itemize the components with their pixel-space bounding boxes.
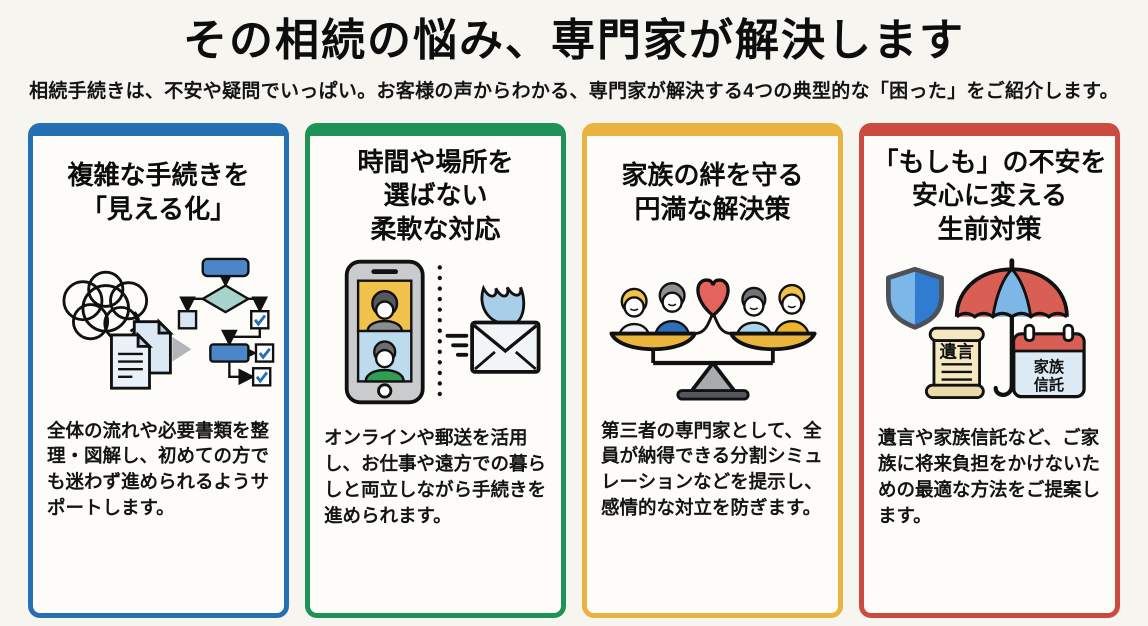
video-call-and-mail-illustration xyxy=(310,247,561,417)
tangle-to-flowchart-illustration xyxy=(33,240,284,410)
family-trust-calendar-icon: 家族 信託 xyxy=(1011,323,1086,399)
shield-umbrella-will-trust-illustration: 遺言 家族 信託 xyxy=(864,247,1115,417)
person-icon xyxy=(735,286,772,340)
card-body-planning: 遺言や家族信託など、ご家族に将来負担をかけないための最適な方法をご提案します。 xyxy=(878,426,1101,526)
documents-icon xyxy=(109,318,174,390)
card-family-harmony: 家族の絆を守る 円満な解決策 xyxy=(582,122,843,618)
card-heading-harmony: 家族の絆を守る 円満な解決策 xyxy=(621,159,804,224)
page-subtitle: 相続手続きは、不安や疑問でいっぱい。お客様の声からわかる、専門家が解決する4つの… xyxy=(29,80,1119,102)
person-icon xyxy=(617,287,651,340)
flying-mail-icon xyxy=(445,284,540,374)
video-call-and-mail-svg xyxy=(344,259,540,405)
checkbox-icon xyxy=(254,343,274,363)
transform-arrow-icon xyxy=(171,336,191,362)
shield-umbrella-will-trust-svg: 遺言 家族 信託 xyxy=(885,258,1086,399)
trust-label-line1: 家族 xyxy=(1033,358,1064,376)
cards-row: 複雑な手続きを 「見える化」 xyxy=(28,122,1120,618)
card-advance-planning: 「もしも」の不安を 安心に変える 生前対策 xyxy=(859,122,1120,618)
video-call-man-icon xyxy=(356,329,412,383)
balance-scale-icon xyxy=(608,311,817,401)
heart-icon xyxy=(695,278,730,318)
shield-icon xyxy=(885,266,944,330)
card-body-visualize: 全体の流れや必要書類を整理・図解し、初めての方でも迷わず進められるようサポートし… xyxy=(47,419,270,519)
card-body-harmony: 第三者の専門家として、全員が納得できる分割シミュレーションなどを提示し、感情的な… xyxy=(601,419,823,519)
checkbox-icon xyxy=(249,310,270,330)
card-visualize-procedures: 複雑な手続きを 「見える化」 xyxy=(28,122,289,618)
card-heading-planning: 「もしも」の不安を 安心に変える 生前対策 xyxy=(872,146,1107,245)
person-icon xyxy=(773,283,810,340)
video-call-woman-icon xyxy=(356,279,412,333)
will-label: 遺言 xyxy=(939,342,973,362)
umbrella-icon xyxy=(954,258,1069,397)
card-flexible-response: 時間や場所を 選ばない 柔軟な対応 xyxy=(305,122,566,618)
card-heading-visualize: 複雑な手続きを 「見える化」 xyxy=(67,159,250,224)
trust-label-line2: 信託 xyxy=(1033,376,1063,394)
family-balance-scale-svg xyxy=(608,278,817,401)
card-body-flexible: オンラインや郵送を活用し、お仕事や遠方での暮らしと両立しながら手続きを進められま… xyxy=(324,426,547,526)
family-balance-scale-illustration xyxy=(587,240,838,410)
card-heading-flexible: 時間や場所を 選ばない 柔軟な対応 xyxy=(357,146,514,245)
page-title: その相続の悩み、専門家が解決します xyxy=(183,16,965,65)
person-icon xyxy=(653,281,690,340)
will-scroll-icon: 遺言 xyxy=(924,326,985,399)
smartphone-icon xyxy=(344,259,425,405)
tangle-to-flowchart-svg xyxy=(61,257,274,390)
scribble-icon xyxy=(61,270,148,342)
wing-icon xyxy=(480,284,525,326)
checkbox-icon xyxy=(251,367,271,387)
flowchart-icon xyxy=(177,257,274,387)
